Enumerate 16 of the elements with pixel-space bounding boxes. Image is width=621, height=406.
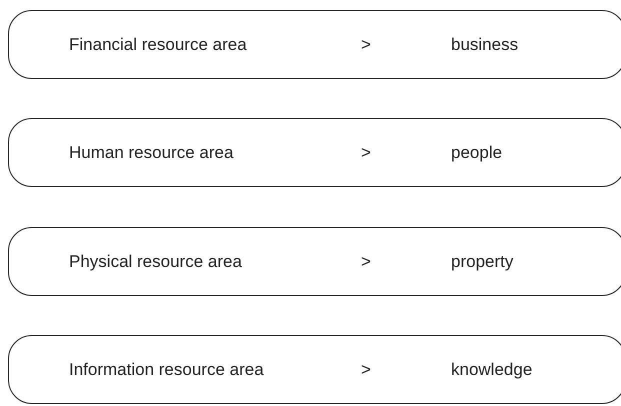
resource-area-label: Human resource area [69,142,234,162]
resource-label: people [451,142,502,162]
resource-label: knowledge [451,360,532,380]
resource-label: business [451,34,518,54]
rounded-box [8,118,621,187]
resource-label: property [451,252,514,272]
resource-area-label: Information resource area [69,360,264,380]
rounded-box [8,10,621,79]
resource-area-label: Financial resource area [69,34,247,54]
chevron-separator: > [361,360,371,380]
chevron-separator: > [361,142,371,162]
chevron-separator: > [361,252,371,272]
chevron-separator: > [361,34,371,54]
resource-area-label: Physical resource area [69,252,242,272]
rounded-box [8,227,621,296]
rounded-box [8,335,621,404]
